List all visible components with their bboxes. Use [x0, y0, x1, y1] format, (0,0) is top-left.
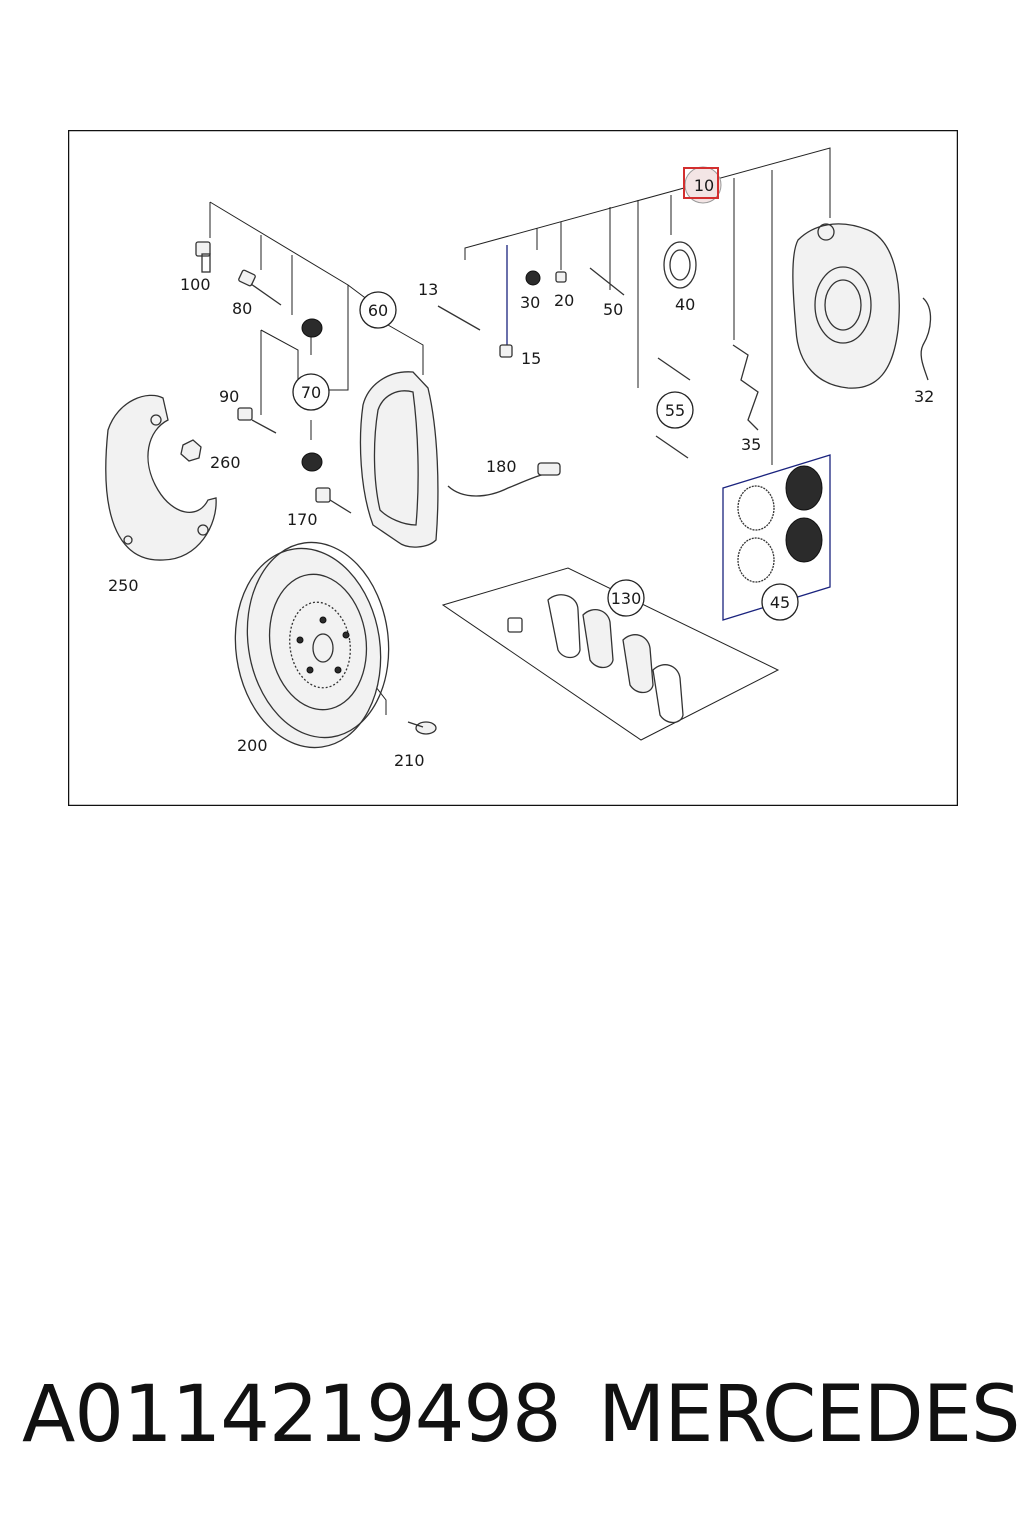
callout-90[interactable]: 90: [219, 387, 239, 406]
callout-130[interactable]: 130: [607, 579, 645, 617]
svg-text:130: 130: [611, 589, 642, 608]
callout-170[interactable]: 170: [287, 510, 318, 529]
part-screw-210[interactable]: [407, 721, 437, 735]
callout-15[interactable]: 15: [521, 349, 541, 368]
callout-180[interactable]: 180: [486, 457, 517, 476]
brand-name: MERCEDES: [598, 1370, 1020, 1460]
callout-labels: 100 80 13 15 30 20 50 40 90 260 170 250 …: [108, 166, 934, 770]
callout-50[interactable]: 50: [603, 300, 623, 319]
part-spring-35[interactable]: [732, 344, 759, 431]
callout-20[interactable]: 20: [554, 291, 574, 310]
footer: A0114219498 MERCEDES: [0, 1370, 1024, 1470]
callout-10-highlighted[interactable]: 10: [683, 166, 722, 204]
callout-13[interactable]: 13: [418, 280, 438, 299]
part-bolt-15[interactable]: [499, 344, 513, 358]
part-clip-32[interactable]: [920, 297, 932, 381]
part-pin-50[interactable]: [589, 267, 625, 296]
part-bolt-170[interactable]: [315, 487, 352, 514]
callout-100[interactable]: 100: [180, 275, 211, 294]
callout-35[interactable]: 35: [741, 435, 761, 454]
part-brake-pads-130[interactable]: [507, 594, 684, 724]
part-bushing-30[interactable]: [525, 270, 541, 286]
part-pins-55[interactable]: [655, 357, 691, 459]
part-seal-40[interactable]: [663, 241, 697, 289]
svg-text:60: 60: [368, 301, 388, 320]
callout-55[interactable]: 55: [656, 391, 694, 429]
callout-45[interactable]: 45: [761, 583, 799, 621]
callout-70[interactable]: 70: [292, 373, 330, 411]
callout-60[interactable]: 60: [359, 291, 397, 329]
part-caliper-housing-10[interactable]: [792, 223, 900, 389]
callout-210[interactable]: 210: [394, 751, 425, 770]
callout-80[interactable]: 80: [232, 299, 252, 318]
svg-text:10: 10: [694, 176, 714, 195]
part-cap-20[interactable]: [555, 271, 567, 283]
part-bushing-70[interactable]: [301, 318, 323, 472]
part-number: A0114219498: [22, 1370, 562, 1460]
part-bolt-100[interactable]: [195, 241, 211, 273]
part-wear-sensor-180[interactable]: [447, 462, 561, 497]
part-caliper-60[interactable]: [359, 371, 439, 548]
callout-260[interactable]: 260: [210, 453, 241, 472]
callout-250[interactable]: 250: [108, 576, 139, 595]
leader-lines: [209, 147, 831, 741]
part-brake-disc-200[interactable]: [223, 533, 401, 757]
callout-200[interactable]: 200: [237, 736, 268, 755]
part-guide-pin-13[interactable]: [437, 305, 481, 331]
parts-diagram: 100 80 13 15 30 20 50 40 90 260 170 250 …: [68, 130, 958, 806]
svg-text:55: 55: [665, 401, 685, 420]
svg-text:70: 70: [301, 383, 321, 402]
callout-30[interactable]: 30: [520, 293, 540, 312]
part-bolt-90[interactable]: [237, 407, 277, 434]
callout-32[interactable]: 32: [914, 387, 934, 406]
part-seal-kit-45[interactable]: [737, 465, 823, 583]
part-dust-shield-250[interactable]: [105, 394, 217, 561]
part-nut-260[interactable]: [180, 439, 202, 462]
svg-text:45: 45: [770, 593, 790, 612]
part-bolt-80[interactable]: [238, 269, 282, 306]
callout-40[interactable]: 40: [675, 295, 695, 314]
